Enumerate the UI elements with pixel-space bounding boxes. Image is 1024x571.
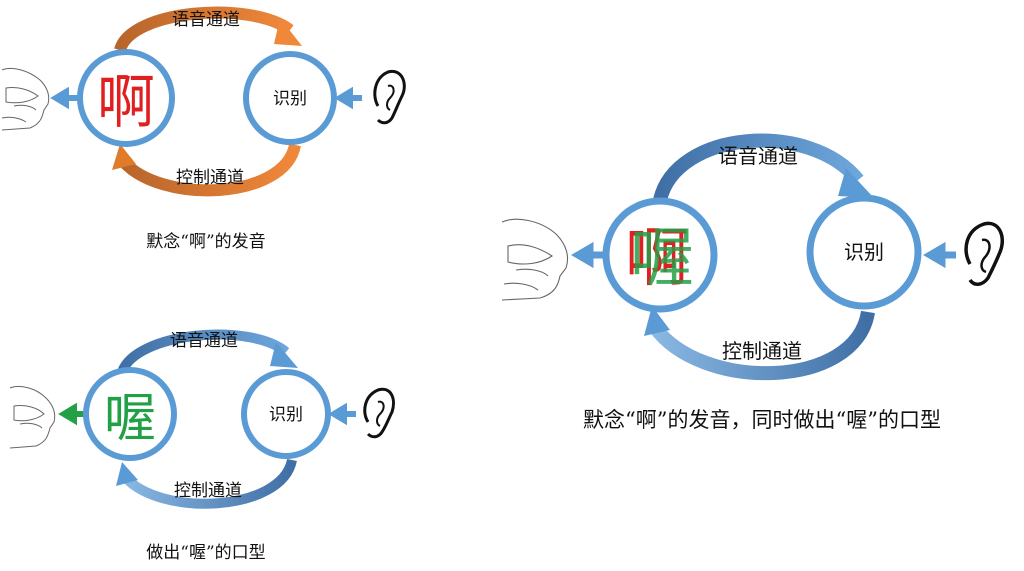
diagram-c: 啊 喔 识别 语音通道 控制通道 默念“啊”的发音，同时做出“喔”的口型 xyxy=(501,133,1005,432)
control-channel-label: 控制通道 xyxy=(174,481,242,501)
speaker-circle xyxy=(77,49,175,147)
speech-channel-arrowhead xyxy=(270,342,298,368)
output-arrow xyxy=(571,241,604,269)
recognition-label: 识别 xyxy=(269,405,303,425)
speech-channel-arrow xyxy=(114,6,294,53)
caption: 默念“啊”的发音，同时做出“喔”的口型 xyxy=(583,408,941,432)
recognition-circle xyxy=(806,194,922,310)
speaker-circle xyxy=(83,367,177,461)
speech-channel-arrowhead xyxy=(838,168,874,198)
speech-channel-label: 语音通道 xyxy=(718,144,798,168)
control-channel-arrow xyxy=(648,310,875,381)
control-channel-label: 控制通道 xyxy=(722,339,802,363)
recognition-label: 识别 xyxy=(844,240,884,264)
output-arrow xyxy=(50,86,80,110)
recognition-label: 识别 xyxy=(273,89,307,109)
articulated-char: 啊 xyxy=(97,68,155,136)
input-arrow xyxy=(334,86,362,110)
recognition-circle xyxy=(241,369,331,459)
diagram-b: 喔 识别 语音通道 控制通道 做出“喔”的口型 xyxy=(9,329,395,563)
recognition-circle xyxy=(243,51,337,145)
control-channel-arrowhead xyxy=(112,144,136,170)
ear-icon xyxy=(373,69,406,125)
control-channel-label: 控制通道 xyxy=(176,168,244,188)
articulated-char-front: 喔 xyxy=(630,222,694,296)
articulated-char: 喔 xyxy=(104,389,156,449)
output-arrow xyxy=(58,402,86,426)
control-channel-arrowhead xyxy=(644,306,670,336)
control-channel-arrow xyxy=(117,143,301,197)
diagram-a: 啊 识别 语音通道 控制通道 默念“啊”的发音 xyxy=(1,6,406,252)
speech-channel-arrowhead xyxy=(274,18,302,46)
speech-channel-label: 语音通道 xyxy=(170,331,238,351)
control-channel-arrow xyxy=(120,458,297,509)
control-channel-arrowhead xyxy=(116,462,138,486)
caption: 默念“啊”的发音 xyxy=(146,231,265,252)
ear-icon xyxy=(363,387,395,439)
mouth-sketch-icon xyxy=(9,385,56,449)
speech-channel-arrow xyxy=(653,133,864,203)
mouth-sketch-icon xyxy=(1,67,50,131)
speech-channel-arrow xyxy=(117,329,290,375)
speaker-circle xyxy=(602,197,718,313)
speech-channel-label: 语音通道 xyxy=(172,10,240,30)
input-arrow xyxy=(328,402,356,426)
articulated-char-back: 啊 xyxy=(625,222,689,296)
input-arrow xyxy=(923,241,956,269)
mouth-sketch-icon xyxy=(501,218,569,301)
caption: 做出“喔”的口型 xyxy=(146,543,265,563)
ear-icon xyxy=(964,221,1005,286)
